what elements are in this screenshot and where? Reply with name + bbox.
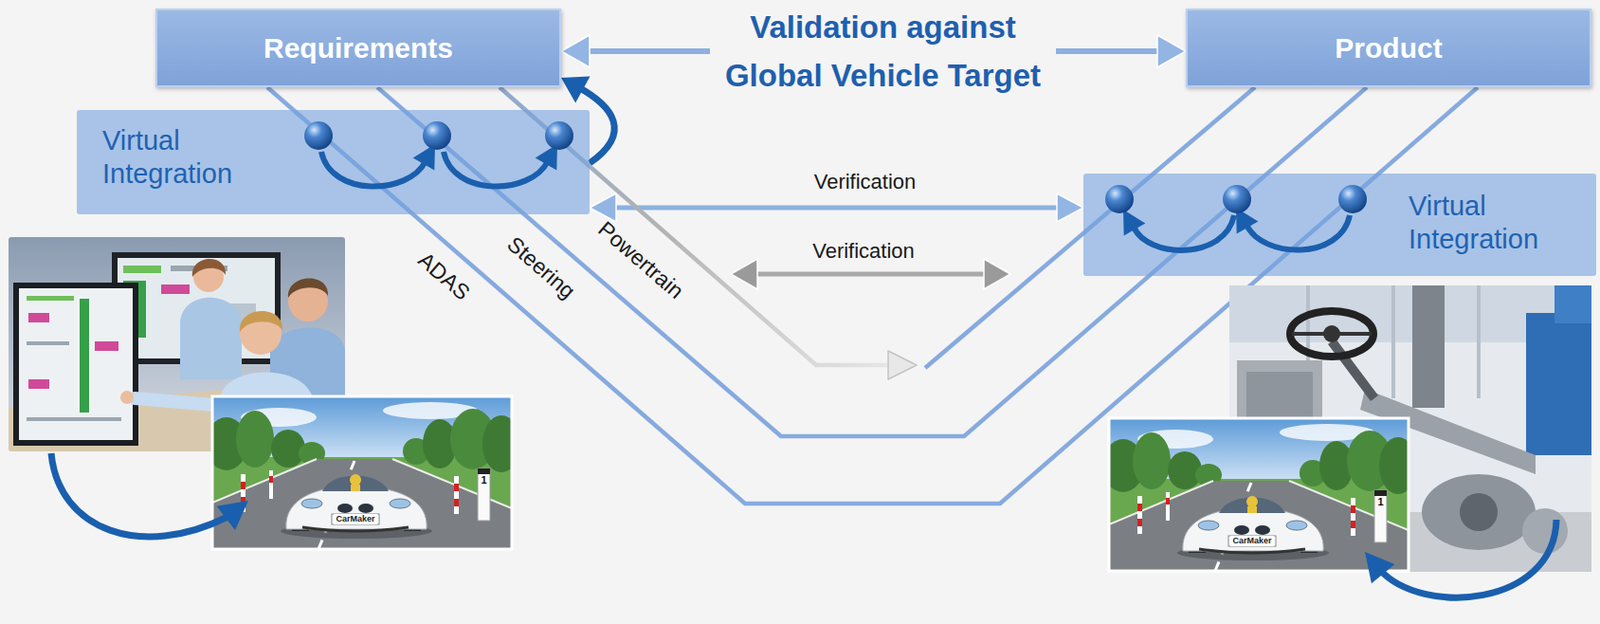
- plate-text: CarMaker: [1230, 535, 1273, 546]
- arrow-head: [1157, 35, 1186, 68]
- connector-line: [499, 87, 889, 365]
- verification-arrow: [753, 272, 988, 277]
- loop-arrow: [1380, 519, 1557, 598]
- connector: [589, 193, 1084, 222]
- arrow-head: [730, 258, 758, 290]
- stage-box: Product: [1185, 8, 1592, 88]
- stage-box: Requirements: [155, 8, 562, 88]
- edge-label: Verification: [814, 169, 917, 195]
- simulation-scene: [205, 396, 521, 549]
- simulation-scene: [1102, 418, 1418, 571]
- line-name: Powertrain: [593, 216, 690, 305]
- edge-text: Verification: [812, 238, 915, 264]
- plate-text: CarMaker: [333, 513, 377, 525]
- post-number: 1: [1377, 495, 1383, 508]
- line-name: Steering: [502, 231, 581, 305]
- arrow-head: [561, 35, 590, 68]
- loop-arrow: [51, 453, 228, 537]
- arrow-head: [888, 350, 917, 380]
- arrow-head: [1364, 551, 1396, 583]
- line-name: ADAS: [412, 246, 474, 305]
- arrow-head: [983, 258, 1011, 290]
- arrow-head: [1056, 193, 1084, 222]
- integration-band: Virtual Integration: [1083, 173, 1597, 276]
- band-title: Virtual Integration: [1408, 189, 1575, 256]
- connector-line: [610, 205, 1062, 211]
- band-title: Virtual Integration: [102, 124, 269, 191]
- arrow-head: [217, 500, 250, 530]
- post-number: 1: [480, 473, 487, 486]
- box-title: Requirements: [263, 32, 454, 65]
- arrow-head: [561, 75, 590, 103]
- box-title: Product: [1334, 32, 1442, 65]
- edge-label: Validation against Global Vehicle Target: [709, 2, 1056, 100]
- integration-band: Virtual Integration: [76, 109, 590, 215]
